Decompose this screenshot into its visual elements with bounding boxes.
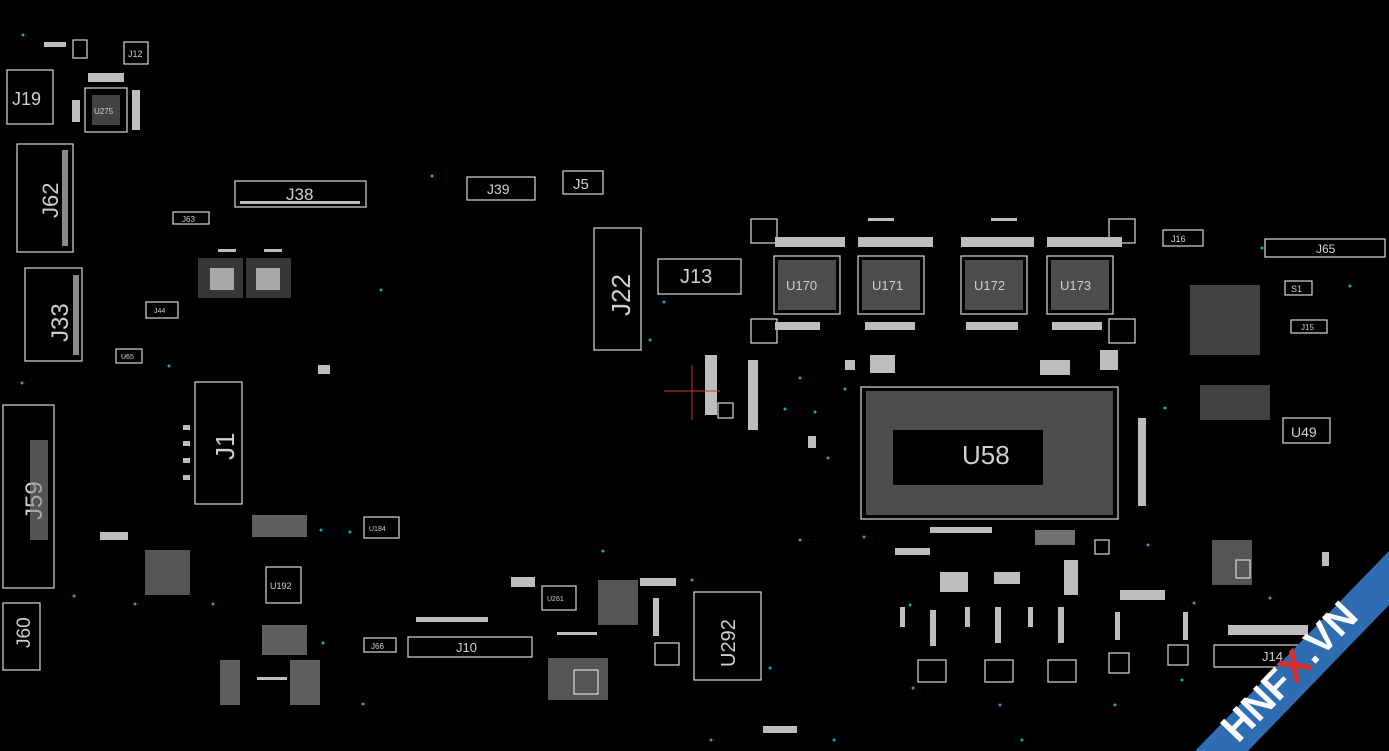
label-j62: J62 [38, 183, 63, 218]
component-u173[interactable]: U173 [1046, 255, 1114, 315]
label-j19: J19 [12, 89, 41, 109]
label-j5: J5 [573, 176, 589, 193]
component-u261[interactable]: U261 [511, 577, 577, 611]
crosshair-cursor [664, 365, 720, 420]
label-j38: J38 [286, 185, 313, 204]
label-j10: J10 [456, 640, 477, 655]
label-j15: J15 [1301, 323, 1314, 332]
label-u275: U275 [94, 107, 114, 116]
component-u49[interactable]: U49 [1282, 417, 1331, 444]
label-j14: J14 [1262, 649, 1283, 664]
label-u171: U171 [872, 278, 903, 293]
label-j33: J33 [47, 303, 74, 342]
label-u292: U292 [718, 619, 740, 667]
label-u173: U173 [1060, 278, 1091, 293]
label-u172: U172 [974, 278, 1005, 293]
component-j65[interactable]: J65 [1264, 238, 1386, 258]
label-s1: S1 [1291, 284, 1302, 294]
label-j16: J16 [1171, 234, 1186, 244]
component-u275[interactable]: U275 [72, 73, 140, 133]
label-u192: U192 [270, 581, 292, 591]
label-u58: U58 [962, 440, 1010, 470]
component-j39[interactable]: J39 [466, 176, 536, 201]
label-u184: U184 [369, 526, 386, 533]
label-j1: J1 [210, 433, 240, 460]
memory-row [750, 218, 1136, 344]
label-j63: J63 [182, 215, 195, 224]
component-j16[interactable]: J16 [1162, 229, 1204, 247]
label-u170: U170 [786, 278, 817, 293]
component-j12[interactable]: J12 [123, 41, 149, 65]
component-u192[interactable]: U192 [252, 515, 307, 655]
label-u49: U49 [1291, 424, 1317, 440]
vias [20, 33, 1352, 742]
component-j13[interactable]: J13 [657, 258, 742, 295]
component-j1[interactable]: J1 [183, 381, 243, 505]
label-j65: J65 [1316, 242, 1336, 256]
component-j62[interactable]: J62 [16, 143, 74, 253]
component-u171[interactable]: U171 [857, 255, 925, 315]
label-j12: J12 [128, 49, 143, 59]
component-j19[interactable]: J19 [6, 69, 54, 125]
component-j22[interactable]: J22 [593, 227, 642, 351]
label-j13: J13 [680, 266, 712, 288]
component-j10[interactable]: J10 [407, 617, 533, 658]
component-j33[interactable]: J33 [24, 267, 83, 362]
label-u261: U261 [547, 596, 564, 603]
component-j66[interactable]: J66 [363, 637, 397, 653]
label-j66: J66 [371, 642, 384, 651]
component-s1[interactable]: S1 [1284, 280, 1313, 296]
component-u170[interactable]: U170 [773, 255, 841, 315]
component-u65[interactable]: U65 [115, 348, 143, 364]
component-j15[interactable]: J15 [1290, 319, 1328, 334]
component-regulators-left[interactable] [198, 249, 291, 298]
label-j39: J39 [487, 181, 510, 197]
small-components [100, 285, 1329, 733]
component-small-top[interactable] [44, 39, 88, 59]
component-j59[interactable]: J59 [2, 404, 55, 589]
component-j63[interactable]: J63 [172, 211, 210, 225]
watermark-text: HNFX.VN [1213, 593, 1367, 750]
component-u292[interactable]: U292 [693, 591, 762, 681]
label-u65: U65 [121, 354, 134, 361]
component-j38[interactable]: J38 [234, 180, 367, 208]
label-j22: J22 [606, 274, 636, 316]
component-j5[interactable]: J5 [562, 170, 604, 195]
component-j60[interactable]: J60 [2, 602, 41, 671]
component-u184[interactable]: U184 [363, 516, 400, 539]
component-j44[interactable]: J44 [145, 301, 179, 319]
component-u172[interactable]: U172 [960, 255, 1028, 315]
component-u58[interactable]: U58 [860, 386, 1146, 533]
label-j60: J60 [14, 617, 35, 648]
label-j44: J44 [154, 308, 165, 315]
